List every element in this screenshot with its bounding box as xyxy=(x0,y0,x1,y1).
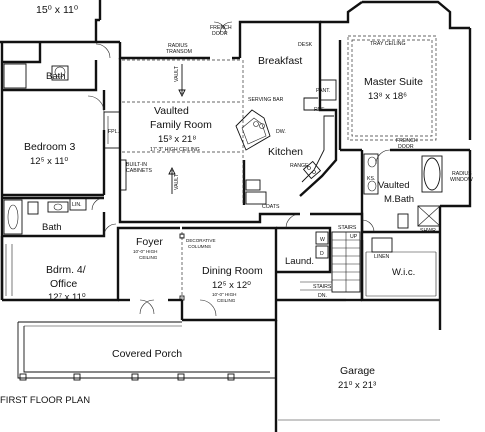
pant-label: PANT. xyxy=(316,88,330,94)
up-label: UP xyxy=(350,234,358,240)
built-in-1: BUILT-IN xyxy=(126,162,147,168)
master-dim: 13⁸ x 18⁶ xyxy=(368,91,407,102)
coats-label: COATS xyxy=(262,204,280,210)
fpl-label: FPL. xyxy=(108,129,119,135)
family-name2: Family Room xyxy=(150,119,212,131)
radius-window-1: RADIUS xyxy=(452,171,472,177)
wic-label: W.i.c. xyxy=(392,267,415,278)
foyer-note2: CEILING xyxy=(139,255,158,260)
stairs-down-label: STAIRS xyxy=(313,284,332,290)
desk-label: DESK xyxy=(298,42,313,48)
laund-label: Laund. xyxy=(285,256,314,267)
radius-window-2: WINDOW xyxy=(450,177,473,183)
bdrm4-dim: 12⁷ x 11⁰ xyxy=(48,292,86,303)
shwr-label: SHWR xyxy=(420,228,436,234)
family-dim: 15³ x 21⁸ xyxy=(158,134,196,145)
serving-bar-label: SERVING BAR xyxy=(248,97,284,103)
dining-dim: 12⁵ x 12⁰ xyxy=(212,280,251,291)
bedroom3-dim: 12⁵ x 11⁰ xyxy=(30,156,68,167)
plan-title: FIRST FLOOR PLAN xyxy=(0,395,90,406)
decorative-1: DECORATIVE xyxy=(186,238,216,243)
dw-label: DW. xyxy=(276,129,286,135)
master-name: Master Suite xyxy=(364,76,423,88)
stairs-up-label: STAIRS xyxy=(338,225,357,231)
range-label: RANGE xyxy=(290,163,309,169)
french-door-mb-1: FRENCH xyxy=(396,138,418,144)
lin-label: LIN. xyxy=(72,202,82,208)
walls xyxy=(0,0,472,432)
garage-name: Garage xyxy=(340,365,375,377)
stairs xyxy=(300,231,361,293)
vault-mid-label: VAULT xyxy=(174,173,180,190)
foyer-note1: 10'-0" HIGH xyxy=(133,249,157,254)
room-labels: 15⁰ x 11⁰ Bath Bedroom 3 12⁵ x 11⁰ Vault… xyxy=(0,4,423,406)
french-door-top-2: DOOR xyxy=(212,31,228,37)
radius-transom-2: TRANSOM xyxy=(166,49,192,55)
vault-top-label: VAULT xyxy=(174,65,180,82)
bedroom3-name: Bedroom 3 xyxy=(24,141,76,153)
linen-label: LINEN xyxy=(374,254,390,260)
bath-mid-label: Bath xyxy=(42,222,62,233)
radius-transom-1: RADIUS xyxy=(168,43,188,49)
dining-name: Dining Room xyxy=(202,265,263,277)
annotation-labels: RADIUS TRANSOM FRENCH DOOR DESK TRAY CEI… xyxy=(72,25,473,299)
ref-label: REF. xyxy=(314,107,325,113)
bdrm4-name1: Bdrm. 4/ xyxy=(46,264,86,276)
foyer-name: Foyer xyxy=(136,236,163,248)
mbath-name1: Vaulted xyxy=(378,180,410,191)
porch-label: Covered Porch xyxy=(112,348,182,360)
built-in-2: CABINETS xyxy=(126,168,152,174)
family-note: 17'-3" HIGH CEILING xyxy=(150,147,200,153)
bath-top-label: Bath xyxy=(46,71,66,82)
french-door-mb-2: DOOR xyxy=(398,144,414,150)
family-name1: Vaulted xyxy=(154,105,189,117)
garage-dim: 21⁰ x 21³ xyxy=(338,380,376,391)
ks-label: KS. xyxy=(367,176,375,182)
top-room-dim: 15⁰ x 11⁰ xyxy=(36,4,79,16)
mbath-name2: M.Bath xyxy=(384,194,414,205)
dining-note1: 10'-0" HIGH xyxy=(212,292,236,297)
breakfast-label: Breakfast xyxy=(258,55,302,67)
bdrm4-name2: Office xyxy=(50,278,77,290)
dining-note2: CEILING xyxy=(217,298,236,303)
washer-label: W xyxy=(320,237,325,243)
kitchen-label: Kitchen xyxy=(268,146,303,158)
dryer-label: D xyxy=(320,251,324,257)
tray-ceiling-label: TRAY CEILING xyxy=(370,41,406,47)
decorative-2: COLUMNS xyxy=(188,244,211,249)
dn-label: DN. xyxy=(318,293,327,299)
french-door-top-1: FRENCH xyxy=(210,25,232,31)
fixtures xyxy=(3,21,443,421)
